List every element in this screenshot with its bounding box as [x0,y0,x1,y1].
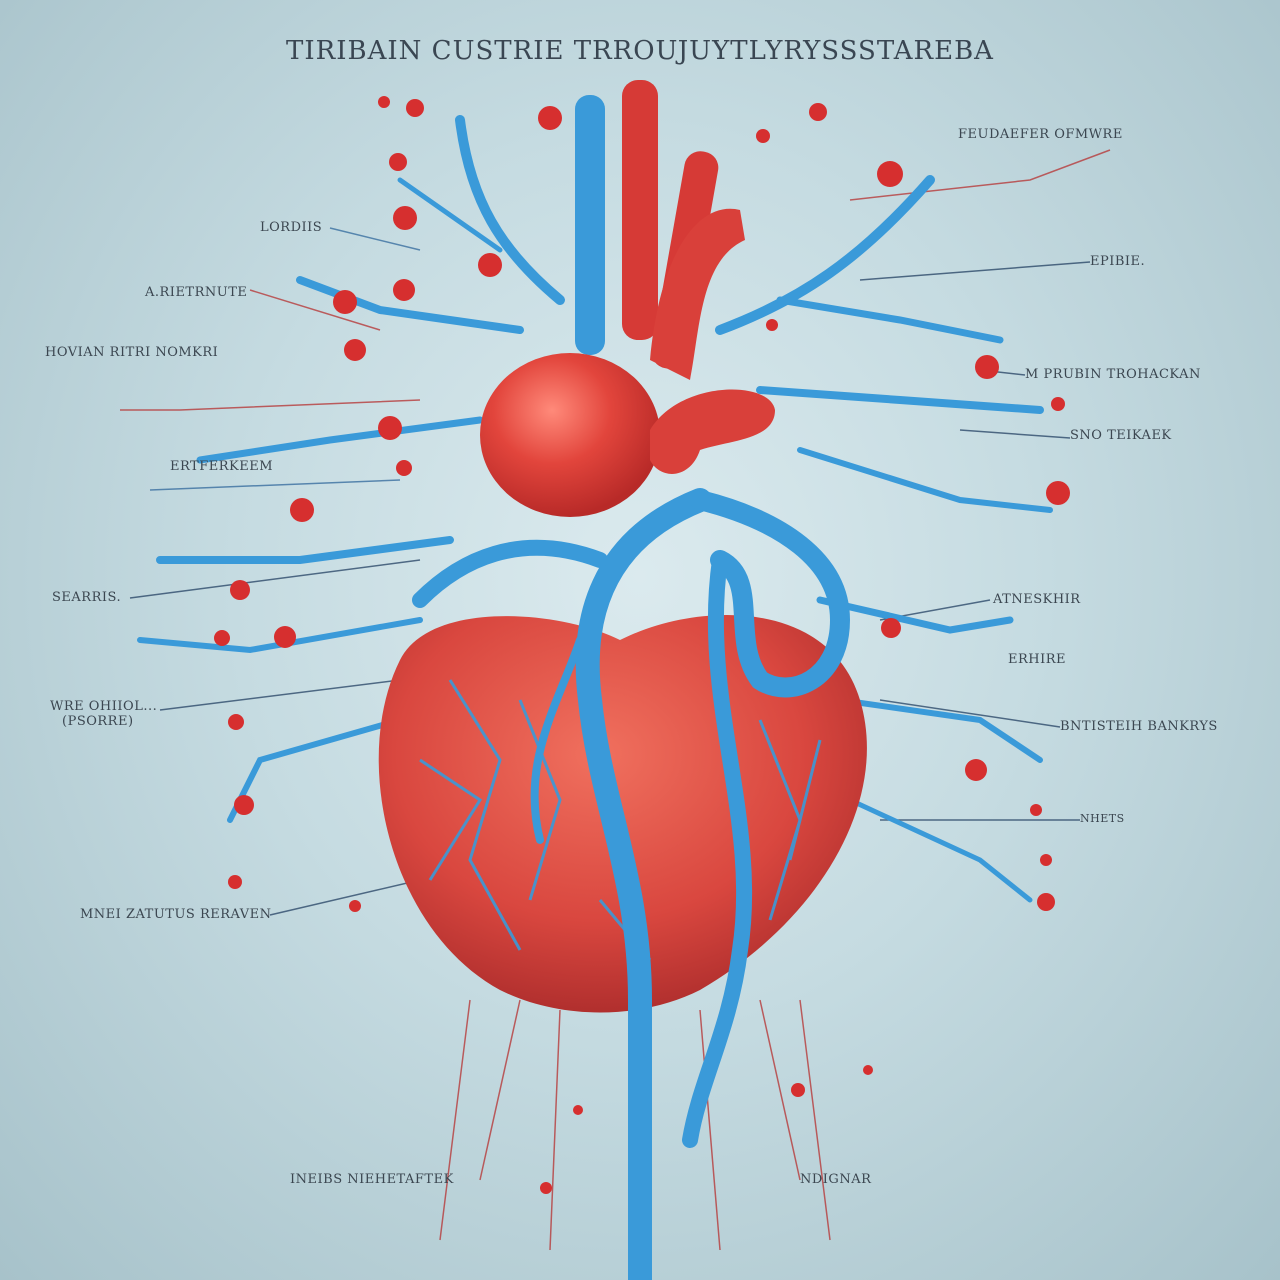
label-feudaefer: FEUDAEFER OFMWRE [958,127,1123,142]
aortic-arch [650,208,745,380]
label-atneskhir: ATNESKHIR [993,592,1081,607]
label-bntisteih: BNTISTEIH BANKRYS [1060,719,1218,734]
label-arietrnute: A.RIETRNUTE [145,285,248,300]
label-mnei: MNEI ZATUTUS RERAVEN [80,907,272,922]
label-lordiis: LORDIIS [260,220,323,235]
label-psorre: (PSORRE) [62,714,134,729]
right-atrium [650,389,775,474]
label-wre: WRE OHIIOL... [50,699,158,714]
label-nhets: NHETS [1080,812,1125,825]
atrium [480,353,660,517]
diagram-title: TIRIBAIN CUSTRIE TRROUJUYTLYRYSSSTAREBA [286,36,994,66]
label-ertferkeem: ERTFERKEEM [170,459,274,474]
label-prubin: M PRUBIN TROHACKAN [1025,367,1201,382]
vein-branches [137,115,1053,903]
aorta-tube-1 [622,80,658,340]
vena-cava-top [575,95,605,355]
label-epibie: EPIBIE. [1090,254,1146,269]
label-ndignar: NDIGNAR [800,1172,872,1187]
label-searris: SEARRIS. [52,590,122,605]
main-veins [412,488,851,1280]
label-sno: SNO TEIKAEK [1070,428,1172,443]
red-nodules [214,96,1070,1194]
label-hovian: HOVIAN RITRI NOMKRI [45,345,219,360]
label-ineibs: INEIBS NIEHETAFTEK [290,1172,454,1187]
label-erhire: ERHIRE [1008,652,1067,667]
